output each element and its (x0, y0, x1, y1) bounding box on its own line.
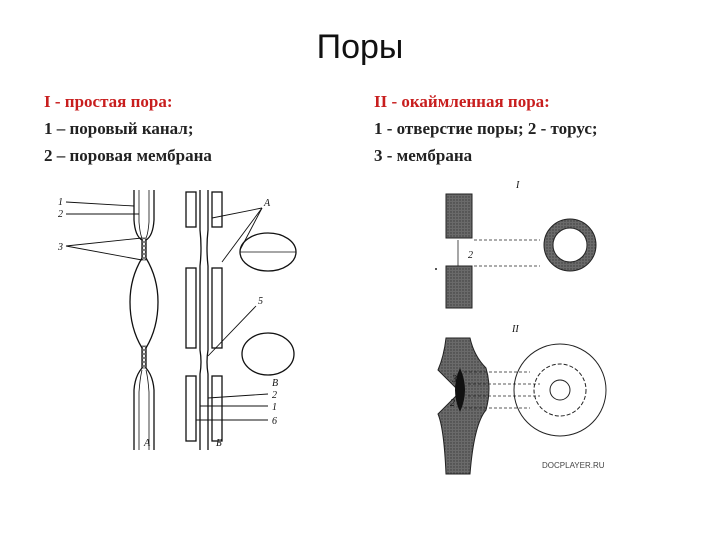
label-v: В (272, 378, 278, 389)
simple-pore-heading: I - простая пора: (44, 92, 173, 111)
bordered-pore-figure: I 2 II 3 2 DOCPLAYER.RU (435, 180, 607, 475)
watermark: DOCPLAYER.RU (542, 461, 605, 470)
section-i (435, 193, 597, 309)
bordered-pore-item-2: 3 - мембрана (374, 146, 473, 165)
label-1-lower: 1 (272, 402, 277, 413)
label-2-lower: 2 (272, 390, 277, 401)
label-b-bottom: Б (215, 438, 222, 449)
section-ii (437, 337, 607, 475)
label-i: I (515, 180, 520, 191)
simple-pore-description: I - простая пора: 1 – поровый канал; 2 –… (44, 88, 212, 169)
label-a-bottom: А (143, 438, 151, 449)
label-6: 6 (272, 416, 277, 427)
label-3: 3 (57, 242, 63, 253)
label-1: 1 (58, 197, 63, 208)
page-title: Поры (316, 28, 404, 66)
pore-drawing-b (185, 190, 223, 450)
bordered-pore-description: II - окаймленная пора: 1 - отверстие пор… (374, 88, 598, 169)
label-5: 5 (258, 296, 263, 307)
label-2: 2 (58, 209, 63, 220)
pore-drawing-a (129, 190, 159, 450)
simple-pore-item-2: 2 – поровая мембрана (44, 146, 212, 165)
leader-lines (65, 201, 269, 421)
bordered-pore-item-1: 1 - отверстие поры; 2 - торус; (374, 119, 598, 138)
label-ii: II (511, 324, 519, 335)
bordered-pore-heading: II - окаймленная пора: (374, 92, 550, 111)
simple-pore-figure: 1 2 3 А 5 В 2 1 6 А Б (57, 190, 297, 450)
simple-pore-item-1: 1 – поровый канал; (44, 119, 194, 138)
pore-cross-section-lower (241, 332, 295, 376)
label-2-section-i: 2 (468, 250, 473, 261)
label-a-top: А (263, 198, 271, 209)
label-3-section-ii: 3 (451, 374, 457, 385)
label-2-section-ii: 2 (450, 398, 455, 409)
